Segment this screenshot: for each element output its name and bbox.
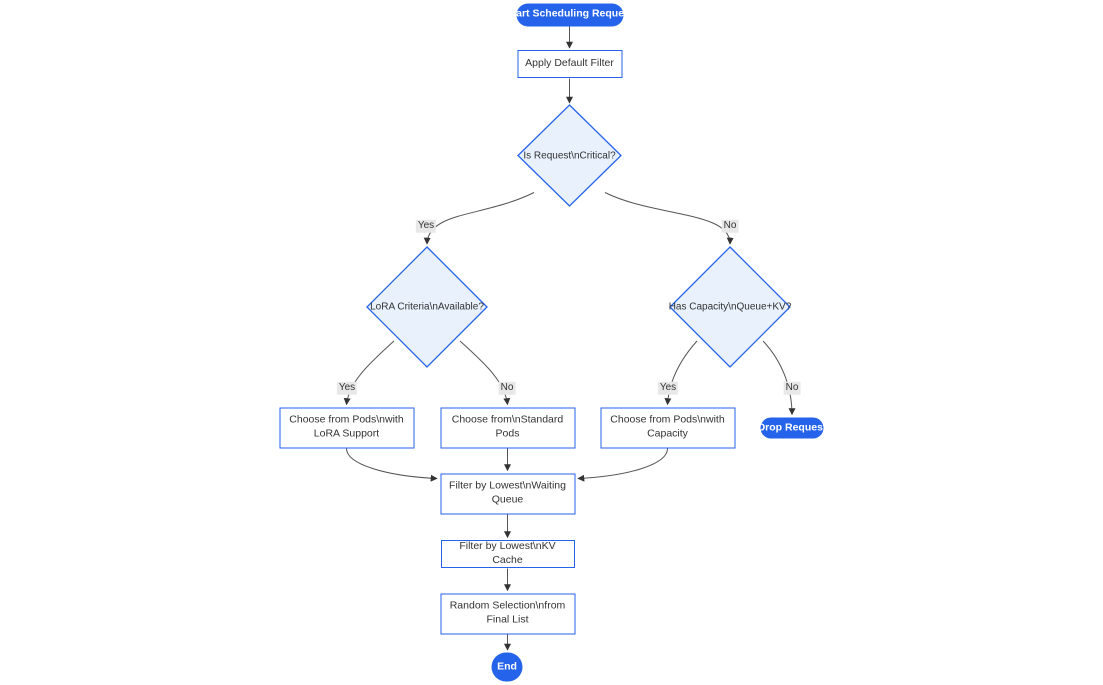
edge-choose-lora-pods-to-filter-waiting-queue <box>346 448 438 482</box>
edge-choose-capacity-pods-to-filter-waiting-queue <box>577 448 668 482</box>
edge-is-request-critical-to-lora-criteria-available <box>423 192 535 245</box>
edge-lora-criteria-available-to-choose-standard-pods <box>459 340 511 406</box>
lora-criteria-available-shape <box>366 246 488 368</box>
edge-has-capacity-queue-kv-to-choose-capacity-pods <box>664 340 698 406</box>
has-capacity-queue-kv-shape <box>669 246 791 368</box>
is-request-critical-shape <box>517 104 622 207</box>
edge-is-request-critical-to-has-capacity-queue-kv <box>604 192 734 245</box>
edge-lora-criteria-available-to-choose-lora-pods <box>343 340 395 406</box>
edge-has-capacity-queue-kv-to-drop-request <box>762 340 796 416</box>
